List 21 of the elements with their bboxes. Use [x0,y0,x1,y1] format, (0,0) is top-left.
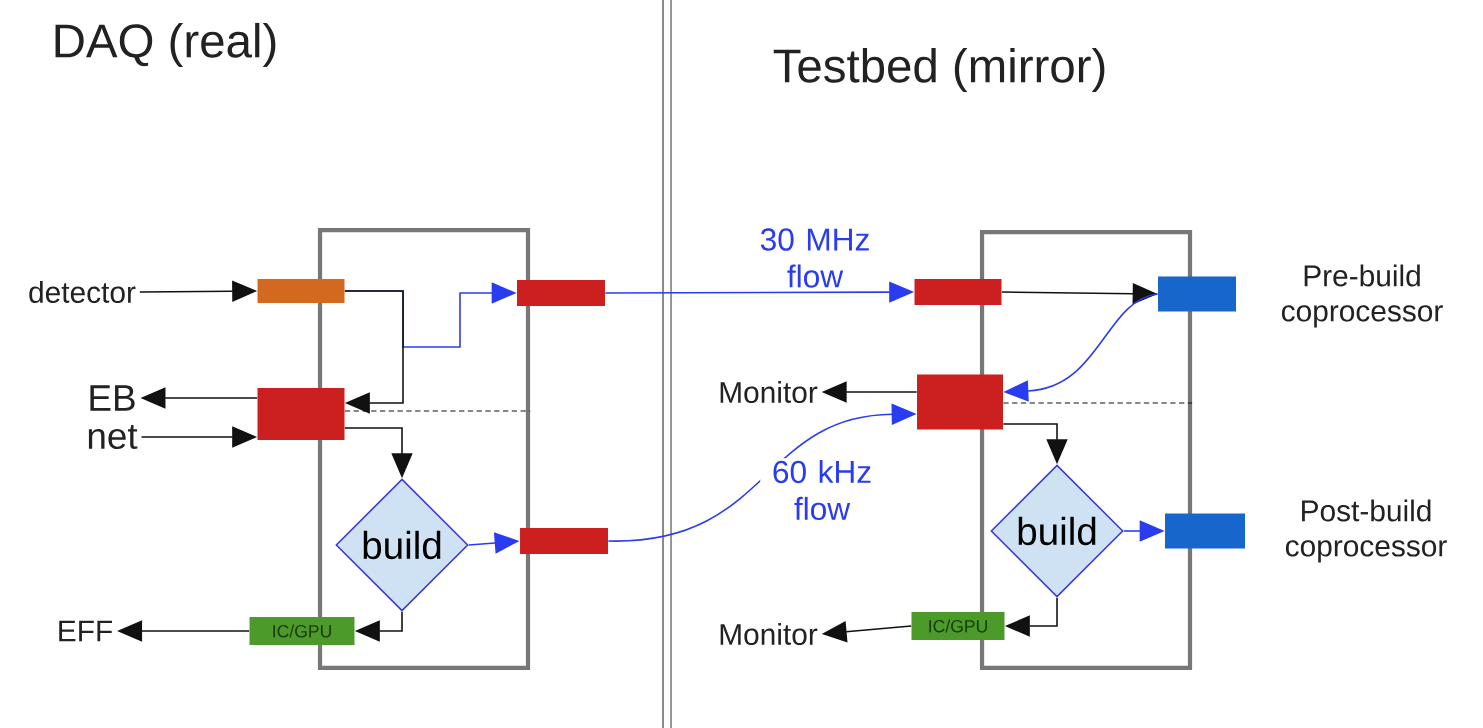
buffer-bar [257,388,345,440]
caption-text: Pre-build coprocessor [1281,264,1443,328]
caption-text: Post-build coprocessor [1285,499,1447,563]
buffer-bar [917,374,1003,430]
io-label: Monitor [720,623,818,645]
buffer-bar [517,280,605,306]
buffer-bar [257,279,345,303]
panel-heading: Testbed (mirror) [773,47,1105,93]
io-label: detector [29,281,136,303]
io-label: EFF [59,620,113,642]
panel-heading: DAQ (real) [55,22,276,68]
edge-label: 30 MHz flow [753,226,877,290]
arrow [344,290,404,414]
io-label: net [88,424,138,450]
buffer-bar [914,279,1002,305]
io-label: Monitor [720,381,818,403]
processor-box: IC/GPU [911,612,1005,640]
io-label: EB [90,385,135,411]
processor-box: IC/GPU [249,617,355,645]
edge-label: 60 kHz flow [760,458,884,522]
buffer-bar [520,528,608,554]
